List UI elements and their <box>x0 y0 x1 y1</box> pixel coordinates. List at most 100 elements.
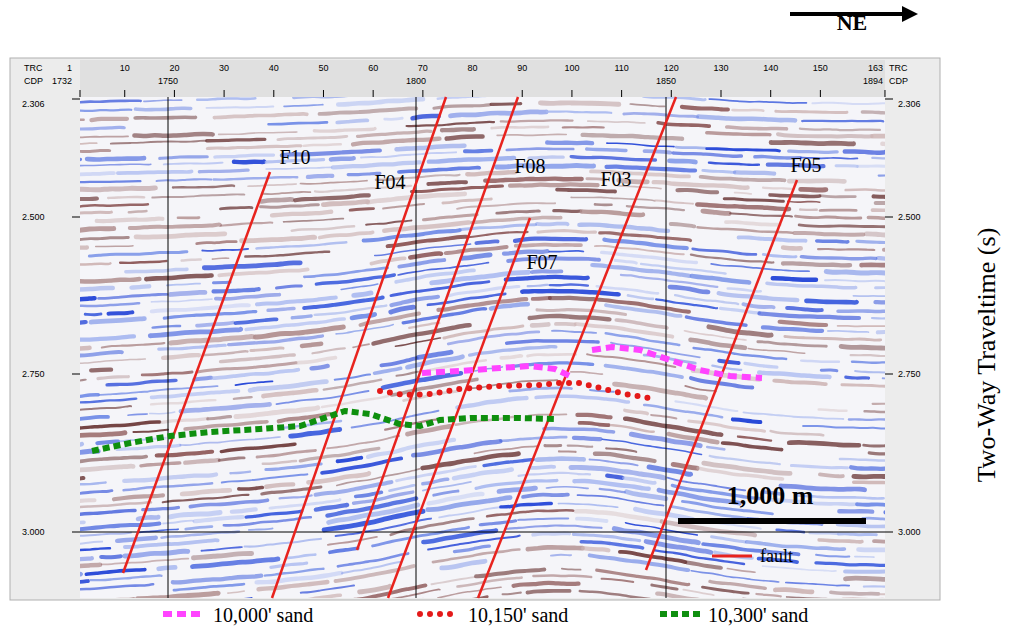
reflector <box>862 263 885 268</box>
reflector <box>262 192 311 194</box>
reflector <box>595 203 611 206</box>
fault-label: F03 <box>600 169 631 189</box>
reflector <box>170 512 220 516</box>
reflector <box>265 569 324 576</box>
reflector <box>337 120 367 122</box>
cdp-number: 1732 <box>52 77 72 86</box>
reflector <box>547 111 612 112</box>
reflector <box>803 426 885 429</box>
trace-tick <box>884 90 885 97</box>
reflector <box>91 119 126 120</box>
reflector <box>515 239 586 241</box>
reflector <box>261 199 292 201</box>
reflector <box>195 517 243 521</box>
reflector <box>507 149 574 150</box>
reflector <box>128 414 147 415</box>
reflector <box>675 401 737 411</box>
reflector <box>872 318 885 319</box>
reflector <box>192 559 277 567</box>
reflector <box>854 482 885 483</box>
time-value: 3.000 <box>22 528 45 537</box>
reflector <box>185 422 267 429</box>
reflector <box>602 579 634 582</box>
axis-title: Two-Way Traveltime (s) <box>974 228 1000 483</box>
reflector <box>96 245 133 247</box>
reflector <box>80 478 83 479</box>
trace-number: 130 <box>713 64 728 73</box>
axis-name: CDP <box>24 77 43 86</box>
reflector <box>532 322 548 328</box>
reflector <box>745 363 777 367</box>
reflector <box>141 463 180 466</box>
reflector <box>703 170 735 172</box>
reflector <box>86 570 145 575</box>
reflector <box>80 199 97 200</box>
reflector <box>776 111 847 112</box>
time-tick <box>72 532 80 533</box>
reflector <box>80 118 84 121</box>
reflector <box>587 149 626 150</box>
reflector <box>654 182 748 188</box>
reflector <box>87 158 144 159</box>
reflector <box>533 576 591 577</box>
reflector <box>150 329 240 335</box>
reflector <box>707 149 780 151</box>
reflector <box>185 460 218 463</box>
reflector <box>709 163 759 165</box>
reflector <box>383 204 424 209</box>
reflector <box>80 101 141 103</box>
reflector <box>537 222 568 227</box>
reflector <box>551 554 571 557</box>
reflector <box>138 517 158 519</box>
reflector <box>232 509 256 511</box>
reflector <box>292 316 311 318</box>
reflector <box>80 565 100 568</box>
reflector <box>462 255 490 258</box>
reflector <box>324 380 381 390</box>
reflector <box>353 139 439 145</box>
reflector <box>98 294 166 298</box>
reflector <box>354 293 371 295</box>
trace-number: 110 <box>614 64 628 73</box>
trace-tick <box>472 90 473 97</box>
reflector <box>857 502 885 507</box>
trace-tick <box>422 90 423 97</box>
reflector <box>80 584 153 591</box>
reflector <box>712 537 745 542</box>
cdp-number: 1800 <box>406 77 426 86</box>
reflector <box>794 233 863 235</box>
reflector <box>385 118 403 119</box>
reflector <box>152 391 239 397</box>
reflector <box>712 366 741 370</box>
reflector <box>91 319 144 322</box>
reflector <box>219 458 244 461</box>
reflector <box>266 464 321 470</box>
reflector <box>80 533 131 538</box>
reflector <box>389 485 414 491</box>
reflector <box>859 547 885 552</box>
fault-label: F07 <box>526 252 557 272</box>
sand-legend-sample <box>163 611 205 617</box>
reflector <box>269 122 327 124</box>
reflector <box>300 448 379 461</box>
sand-horizons <box>92 347 762 451</box>
reflector <box>80 212 111 213</box>
time-value: 2.500 <box>22 213 45 222</box>
reflector <box>497 211 540 213</box>
reflector <box>133 430 168 432</box>
legend-text: 10,300' sand <box>708 605 808 625</box>
reflector <box>391 307 414 312</box>
reflector <box>849 418 885 421</box>
reflector <box>799 225 885 227</box>
reflector <box>536 396 628 402</box>
reflector <box>300 181 367 184</box>
reflector <box>528 285 549 286</box>
reflector <box>442 127 474 132</box>
reflector <box>245 252 329 257</box>
reflector <box>262 487 321 494</box>
time-tick <box>72 374 80 375</box>
reflector <box>838 532 876 536</box>
reflector <box>397 372 418 376</box>
reflector <box>869 453 885 455</box>
reflector <box>733 419 760 422</box>
